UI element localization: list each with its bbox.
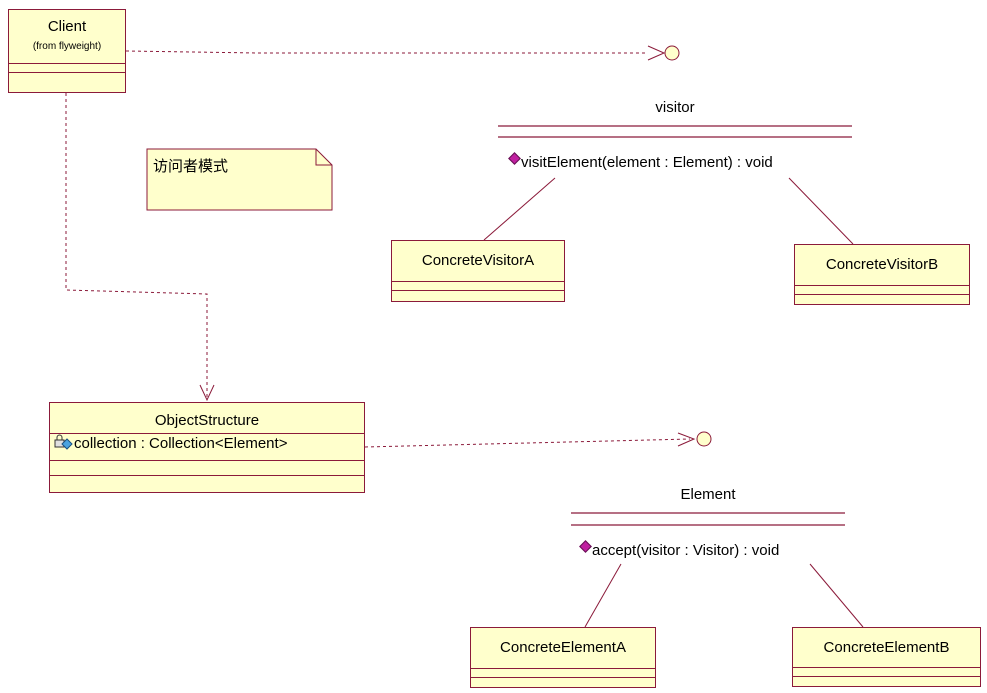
object-structure-class[interactable]: ObjectStructure collection : Collection<… <box>49 402 365 493</box>
concrete-visitor-a-class[interactable]: ConcreteVisitorA <box>391 240 565 302</box>
client-attributes-section <box>9 63 125 72</box>
concrete-element-a-attributes-section <box>471 668 655 677</box>
concrete-element-b-name: ConcreteElementB <box>823 639 950 656</box>
concrete-visitor-b-attributes-section <box>795 285 969 294</box>
object-structure-operations-section <box>50 475 364 476</box>
objectstructure-element-dependency <box>364 438 691 448</box>
concrete-element-a-name: ConcreteElementA <box>500 639 626 656</box>
client-visitor-dependency <box>125 50 645 54</box>
visitor-interface[interactable]: visitor visitElement(element : Element) … <box>498 98 852 178</box>
concrete-element-a-class[interactable]: ConcreteElementA <box>470 627 656 688</box>
client-operations-section <box>9 72 125 73</box>
element-operation-text: accept(visitor : Visitor) : void <box>592 542 780 559</box>
client-objectstructure-arrowhead <box>199 384 215 402</box>
concrete-visitor-a-attributes-section <box>392 281 564 290</box>
concrete-visitor-b-name: ConcreteVisitorB <box>825 256 939 273</box>
concrete-visitor-b-class[interactable]: ConcreteVisitorB <box>794 244 970 305</box>
element-interface-lollipop <box>696 431 712 447</box>
element-interface-name: Element <box>680 486 736 503</box>
public-operation-icon <box>508 152 521 165</box>
concrete-element-b-attributes-section <box>793 667 980 676</box>
object-structure-name: ObjectStructure <box>154 412 260 429</box>
client-visitor-arrowhead <box>647 45 666 61</box>
visitor-to-concretevisitora <box>483 177 556 241</box>
public-operation-icon <box>579 540 592 553</box>
concrete-element-a-operations-section <box>471 677 655 678</box>
visitor-to-concretevisitorb <box>788 177 854 245</box>
element-interface[interactable]: Element accept(visitor : Visitor) : void <box>571 485 845 565</box>
note-text: 访问者模式 <box>153 158 229 175</box>
element-operation: accept(visitor : Visitor) : void <box>579 540 780 559</box>
visitor-interface-lollipop <box>664 45 680 61</box>
concrete-element-b-operations-section <box>793 676 980 677</box>
client-class-package: (from flyweight) <box>32 41 102 52</box>
private-attribute-lock-icon <box>54 434 73 450</box>
client-objectstructure-dependency <box>65 93 208 398</box>
concrete-visitor-b-operations-section <box>795 294 969 295</box>
concrete-visitor-a-operations-section <box>392 290 564 291</box>
client-class[interactable]: Client (from flyweight) <box>8 9 126 93</box>
concrete-visitor-a-name: ConcreteVisitorA <box>421 252 535 269</box>
visitor-operation-text: visitElement(element : Element) : void <box>521 154 773 171</box>
note-corner-fold <box>315 149 332 166</box>
concrete-element-b-class[interactable]: ConcreteElementB <box>792 627 981 687</box>
visitor-interface-name: visitor <box>655 99 695 116</box>
note-shape <box>146 148 333 211</box>
element-to-concreteelementb <box>809 563 864 628</box>
objectstructure-element-arrowhead <box>677 432 696 447</box>
object-structure-middle-section <box>50 460 364 475</box>
client-class-name: Client <box>47 18 87 35</box>
object-structure-attributes-section: collection : Collection<Element> <box>50 433 364 454</box>
object-structure-attribute: collection : Collection<Element> <box>50 434 364 454</box>
note[interactable]: 访问者模式 <box>147 149 332 210</box>
object-structure-attribute-text: collection : Collection<Element> <box>74 435 288 452</box>
visitor-operation: visitElement(element : Element) : void <box>508 152 773 171</box>
element-to-concreteelementa <box>584 563 622 628</box>
